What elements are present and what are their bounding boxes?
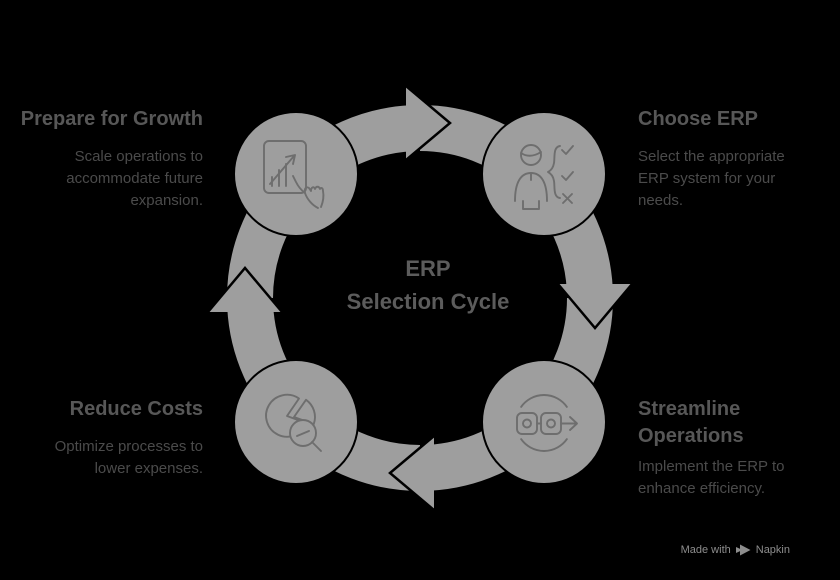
- step-description-line: enhance efficiency.: [638, 480, 766, 497]
- step-title: Prepare for Growth: [20, 108, 203, 130]
- step-title: Reduce Costs: [69, 398, 203, 420]
- made-with-label: Made with: [680, 544, 731, 556]
- step-description-line: ERP system for your: [638, 170, 776, 187]
- cycle-arrow-right-icon: [557, 283, 633, 330]
- step-title: Choose ERP: [638, 108, 759, 130]
- cycle-arrow-left-icon: [207, 266, 283, 313]
- step-description-line: Scale operations to: [74, 148, 203, 165]
- cycle-center-title-line2: Selection Cycle: [346, 289, 510, 314]
- step-description-line: lower expenses.: [94, 460, 203, 477]
- step-text-prepare-for-growth: Prepare for Growth Scale operations to a…: [0, 106, 203, 212]
- step-description-line: Select the appropriate: [638, 148, 785, 165]
- step-text-streamline-operations: Streamline Operations Implement the ERP …: [638, 396, 788, 500]
- step-title: Streamline Operations: [638, 398, 744, 447]
- step-description-line: needs.: [638, 192, 684, 209]
- cycle-arrow-bottom-icon: [388, 435, 435, 511]
- napkin-logo-icon: [735, 544, 751, 556]
- step-text-reduce-costs: Reduce Costs Optimize processes to lower…: [0, 396, 203, 480]
- step-description-line: accommodate future: [66, 170, 203, 187]
- napkin-brand-label: Napkin: [755, 544, 790, 556]
- step-description-line: expansion.: [130, 192, 203, 209]
- cycle-center-title: ERP Selection Cycle: [328, 252, 528, 318]
- growth-chart-hand-icon: [263, 140, 325, 209]
- step-description-line: Implement the ERP to: [638, 458, 785, 475]
- cycle-arrow-top-icon: [405, 85, 452, 161]
- cycle-center-title-line1: ERP: [405, 256, 451, 281]
- step-circle-choose-erp: [481, 111, 607, 237]
- napkin-watermark: Made with Napkin: [681, 544, 790, 556]
- step-description-line: Optimize processes to: [54, 438, 203, 455]
- step-circle-prepare-for-growth: [233, 111, 359, 237]
- process-flow-icon: [516, 394, 578, 452]
- step-circle-streamline-operations: [481, 359, 607, 485]
- person-decision-icon: [514, 144, 574, 210]
- step-text-choose-erp: Choose ERP Select the appropriate ERP sy…: [638, 106, 828, 212]
- pie-chart-magnifier-icon: [265, 393, 322, 452]
